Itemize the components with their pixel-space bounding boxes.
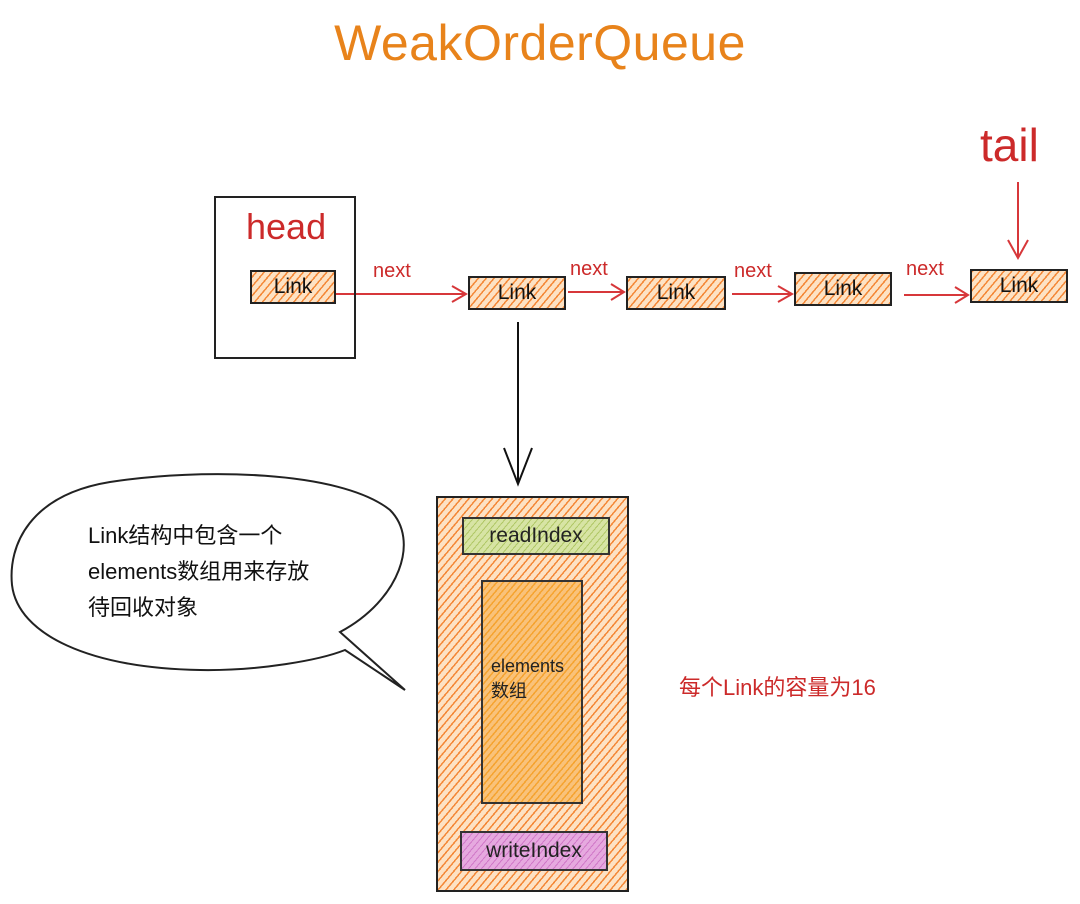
tail-arrow	[1007, 182, 1029, 261]
capacity-note: 每个Link的容量为16	[679, 675, 876, 700]
link-detail-panel	[436, 496, 629, 892]
next-arrow-1	[336, 285, 469, 303]
elements-label-line-1: elements	[491, 656, 565, 676]
head-container	[214, 196, 356, 359]
speech-line-3: 待回收对象	[88, 595, 199, 620]
link-node-2: Link	[626, 276, 726, 310]
elements-label-line-2: 数组	[491, 681, 527, 701]
write-index-field: writeIndex	[460, 831, 608, 871]
next-label-3: next	[734, 260, 772, 282]
speech-bubble-text: Link结构中包含一个 elements数组用来存放 待回收对象	[88, 518, 388, 626]
speech-line-2: elements数组用来存放	[88, 559, 310, 584]
speech-bubble	[10, 473, 406, 691]
next-label-4: next	[906, 258, 944, 280]
head-link-node: Link	[250, 270, 336, 304]
link-node-3: Link	[794, 272, 892, 306]
next-label-1: next	[373, 260, 411, 282]
next-arrow-2	[568, 283, 626, 301]
link-node-1: Link	[468, 276, 566, 310]
head-label: head	[246, 206, 327, 247]
elements-array	[481, 580, 583, 804]
tail-label: tail	[980, 119, 1039, 171]
elements-array-label: elements 数组	[491, 654, 581, 704]
next-arrow-4	[904, 286, 970, 304]
link-node-4: Link	[970, 269, 1068, 303]
read-index-field: readIndex	[462, 517, 610, 555]
next-arrow-3	[732, 285, 795, 303]
next-label-2: next	[570, 258, 608, 280]
detail-arrow	[503, 322, 533, 487]
diagram-title: WeakOrderQueue	[334, 15, 746, 71]
speech-line-1: Link结构中包含一个	[88, 523, 283, 548]
